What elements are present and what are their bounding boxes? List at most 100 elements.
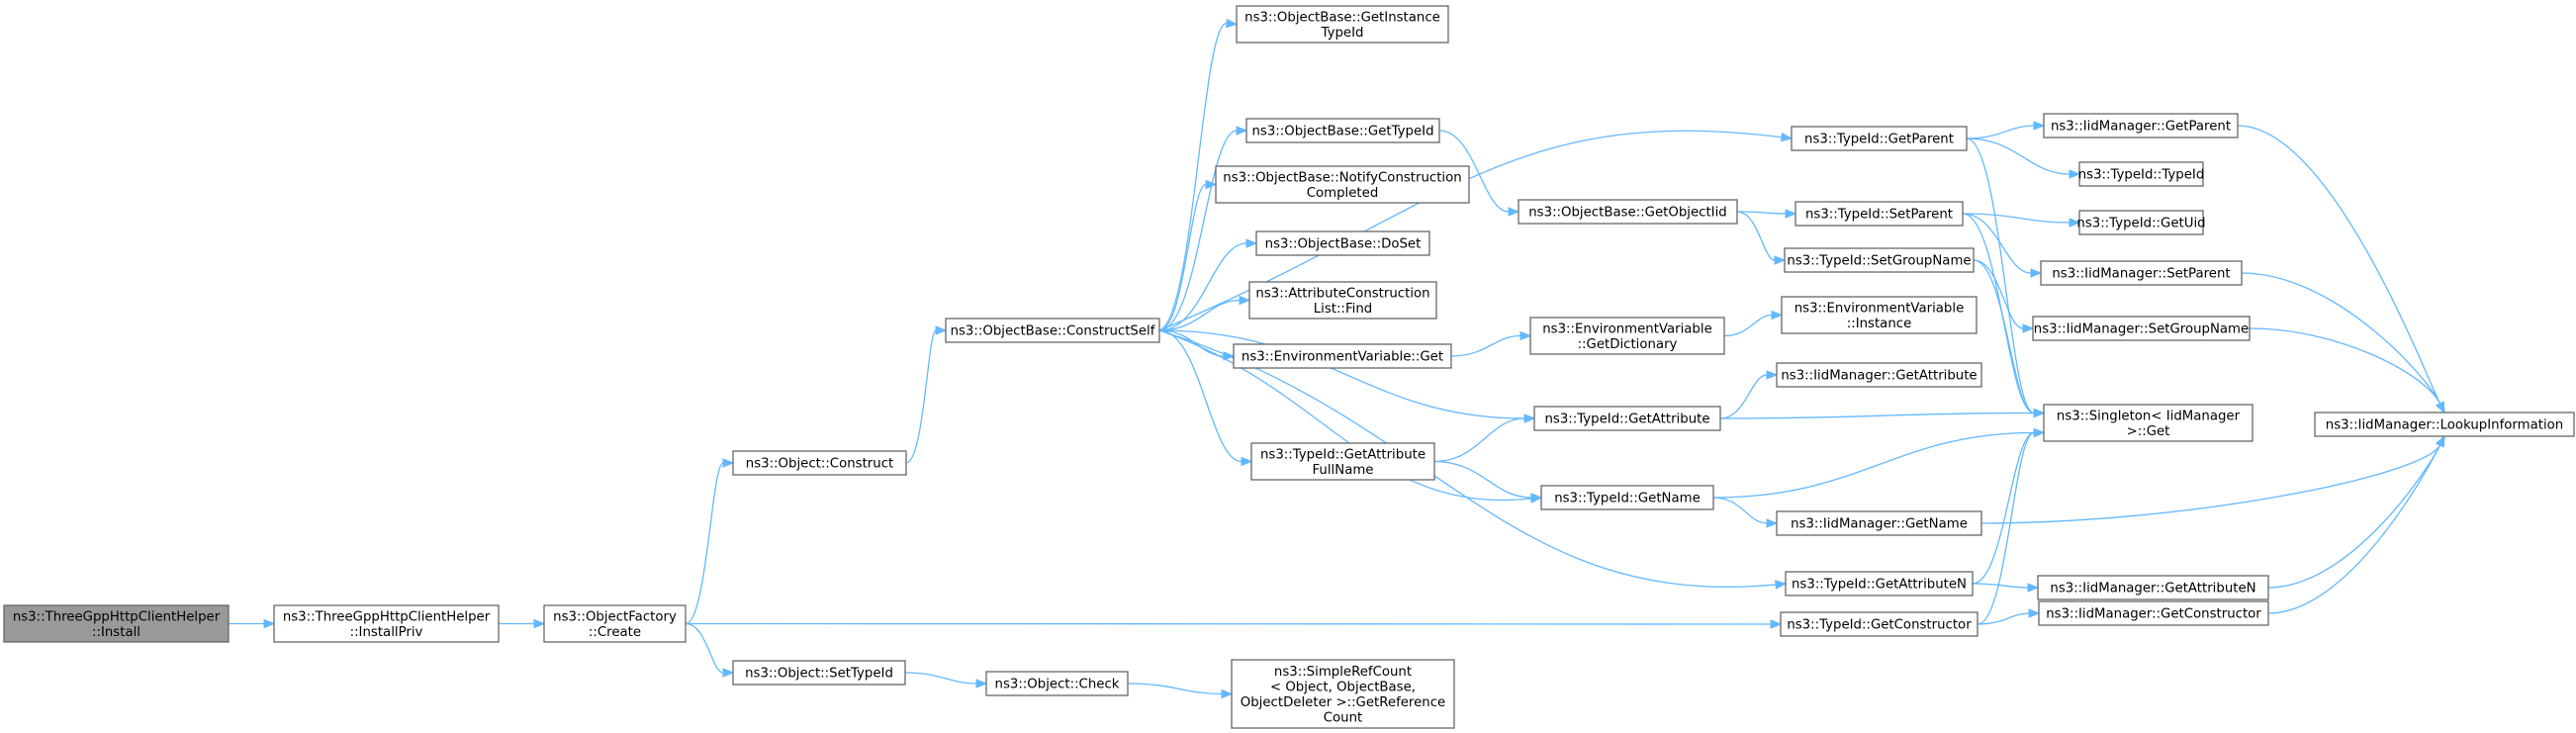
node-label: ObjectDeleter >::GetReference (1241, 695, 1445, 710)
node-box (1784, 247, 1975, 273)
node-getuid[interactable]: ns3::TypeId::GetUid (2076, 210, 2206, 235)
node-label: ::Create (589, 625, 641, 640)
node-label: ns3::IidManager::GetParent (2051, 120, 2231, 135)
node-box (732, 660, 906, 686)
edge-setparent-to-getuid (1962, 213, 2081, 228)
node-iidgetparent[interactable]: ns3::IidManager::GetParent (2043, 113, 2239, 138)
edge-getattribute-to-singletonget (1719, 408, 2046, 419)
node-singletonget[interactable]: ns3::Singleton< IidManager >::Get (2043, 404, 2254, 442)
edge-getparent-to-iidgetparent (1966, 121, 2046, 139)
node-constructself[interactable]: ns3::ObjectBase::ConstructSelf (945, 318, 1160, 343)
node-label: ::InstallPriv (350, 625, 423, 640)
node-doset[interactable]: ns3::ObjectBase::DoSet (1255, 230, 1430, 256)
node-box (1791, 126, 1968, 151)
node-box (945, 318, 1160, 343)
edge-constructself-to-getparent (1158, 130, 1794, 331)
edge-constructself-to-gettypeid (1158, 126, 1248, 331)
node-label: ns3::TypeId::GetAttributeN (1792, 578, 1967, 593)
node-notifyconstruction[interactable]: ns3::ObjectBase::NotifyConstructionCompl… (1215, 165, 1470, 204)
edge-getattributefullname-to-getattribute (1433, 413, 1536, 463)
node-label: ns3::IidManager::SetParent (2052, 267, 2230, 282)
edge-getattribute-to-iidgetattribute (1719, 370, 1779, 419)
node-getobjectiid[interactable]: ns3::ObjectBase::GetObjectIid (1518, 199, 1738, 225)
node-label: ns3::TypeId::GetUid (2076, 217, 2205, 231)
node-gettypeid[interactable]: ns3::ObjectBase::GetTypeId (1245, 118, 1440, 143)
node-box (1794, 201, 1964, 227)
node-label: ns3::ThreeGppHttpClientHelper (13, 609, 221, 624)
node-label: ns3::ObjectBase::GetInstance (1244, 10, 1440, 25)
node-installpriv[interactable]: ns3::ThreeGppHttpClientHelper::InstallPr… (273, 604, 500, 643)
node-label: ns3::IidManager::GetName (1791, 517, 1968, 532)
node-iidsetgroupname[interactable]: ns3::IidManager::SetGroupName (2032, 316, 2251, 341)
node-iidsetparent[interactable]: ns3::IidManager::SetParent (2040, 260, 2243, 286)
node-simplerefcount[interactable]: ns3::SimpleRefCount< Object, ObjectBase,… (1231, 659, 1455, 729)
node-label: ns3::EnvironmentVariable (1542, 321, 1712, 336)
node-label: ns3::TypeId::TypeId (2078, 168, 2205, 183)
node-factorycreate[interactable]: ns3::ObjectFactory::Create (543, 604, 687, 643)
node-getname[interactable]: ns3::TypeId::GetName (1540, 485, 1714, 510)
node-box (1245, 118, 1440, 143)
node-getattribute[interactable]: ns3::TypeId::GetAttribute (1533, 406, 1721, 431)
node-iidgetname[interactable]: ns3::IidManager::GetName (1776, 510, 1982, 536)
node-label: ns3::ObjectBase::GetObjectIid (1528, 206, 1726, 221)
node-label: ns3::TypeId::GetAttribute (1544, 412, 1709, 427)
node-label: ::Instance (1847, 317, 1912, 331)
node-install[interactable]: ns3::ThreeGppHttpClientHelper::Install (3, 604, 230, 643)
node-box (1255, 230, 1430, 256)
node-label: Count (1324, 710, 1363, 725)
function-nodes: ns3::ThreeGppHttpClientHelper::Installns… (3, 5, 2575, 729)
node-objconstruct[interactable]: ns3::Object::Construct (732, 450, 907, 476)
node-getconstructor[interactable]: ns3::TypeId::GetConstructor (1780, 611, 1978, 637)
node-box (2043, 404, 2254, 442)
node-envinstance[interactable]: ns3::EnvironmentVariable::Instance (1781, 296, 1978, 334)
edge-objconstruct-to-constructself (905, 325, 948, 464)
node-label: ns3::AttributeConstruction (1255, 286, 1429, 301)
node-setparent[interactable]: ns3::TypeId::SetParent (1794, 201, 1964, 227)
edge-settypeid-to-objcheck (904, 672, 988, 688)
node-label: ns3::ObjectFactory (553, 609, 677, 624)
node-box (2040, 260, 2243, 286)
edge-install-to-installpriv (229, 618, 276, 629)
edge-gettypeid-to-getobjectiid (1438, 130, 1520, 217)
node-box (2078, 210, 2204, 235)
node-envget[interactable]: ns3::EnvironmentVariable::Get (1233, 343, 1452, 369)
node-settypeid[interactable]: ns3::Object::SetTypeId (732, 660, 906, 686)
node-typeidtypeid[interactable]: ns3::TypeId::TypeId (2078, 161, 2205, 187)
node-label: ns3::IidManager::GetAttributeN (2050, 582, 2255, 596)
node-lookupinformation[interactable]: ns3::IidManager::LookupInformation (2314, 412, 2575, 437)
node-box (2043, 113, 2239, 138)
node-box (1781, 296, 1978, 334)
edge-getname-to-singletonget (1712, 427, 2046, 499)
node-box (1215, 165, 1470, 204)
node-objcheck[interactable]: ns3::Object::Check (985, 671, 1129, 696)
edge-getattributen-to-singletonget (1972, 427, 2046, 585)
node-iidgetattribute[interactable]: ns3::IidManager::GetAttribute (1776, 362, 1982, 388)
node-box (1785, 571, 1974, 596)
node-getparent[interactable]: ns3::TypeId::GetParent (1791, 126, 1968, 151)
edge-factorycreate-to-getconstructor (685, 619, 1783, 629)
node-label: < Object, ObjectBase, (1270, 680, 1416, 694)
node-getattributen[interactable]: ns3::TypeId::GetAttributeN (1785, 571, 1974, 596)
node-label: ns3::Singleton< IidManager (2057, 409, 2241, 423)
edge-getconstructor-to-singletonget (1977, 427, 2046, 625)
node-label: ns3::ObjectBase::GetTypeId (1251, 125, 1433, 139)
node-iidgetattributen[interactable]: ns3::IidManager::GetAttributeN (2037, 575, 2269, 600)
node-box (2314, 412, 2575, 437)
node-box (1780, 611, 1978, 637)
node-box (732, 450, 907, 476)
node-getdictionary[interactable]: ns3::EnvironmentVariable::GetDictionary (1529, 317, 1725, 355)
node-box (1529, 317, 1725, 355)
edge-factorycreate-to-objconstruct (685, 458, 735, 625)
node-label: ns3::TypeId::GetParent (1804, 133, 1954, 147)
node-label: ns3::SimpleRefCount (1274, 665, 1412, 680)
node-box (1518, 199, 1738, 225)
node-iidgetconstructor[interactable]: ns3::IidManager::GetConstructor (2038, 600, 2269, 626)
node-label: Completed (1307, 186, 1379, 201)
node-label: ns3::ObjectBase::DoSet (1265, 237, 1422, 252)
node-setgroupname[interactable]: ns3::TypeId::SetGroupName (1784, 247, 1975, 273)
node-label: ns3::TypeId::SetGroupName (1787, 254, 1971, 269)
node-label: List::Find (1314, 302, 1372, 317)
